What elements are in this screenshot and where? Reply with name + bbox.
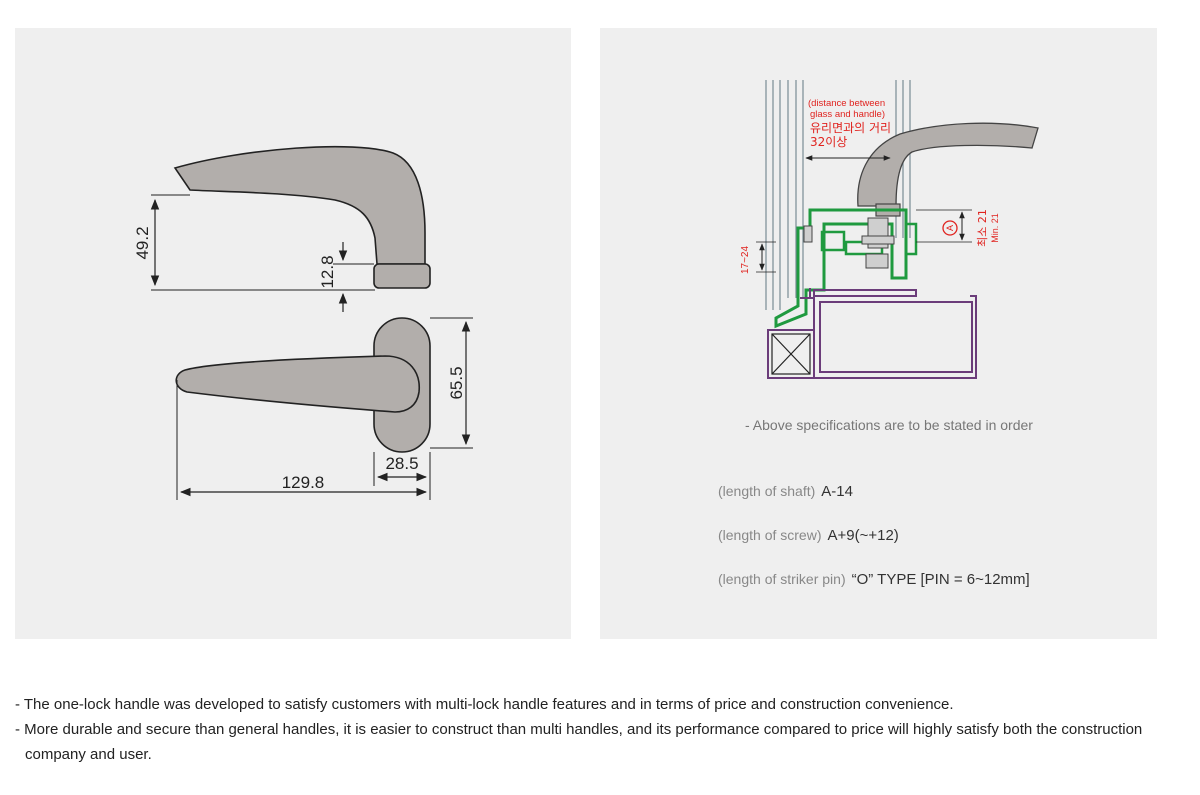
handle-front-lever: [175, 355, 420, 413]
dim-plate-height: 65.5: [447, 366, 466, 399]
lock-mechanism: [803, 217, 895, 269]
spec-row: (length of striker pin) “O” TYPE [PIN = 6…: [718, 571, 1030, 588]
spec-value: A-14: [821, 483, 853, 500]
handle-dimension-drawing: 49.2 12.8 65.5 28.5 129.8: [133, 145, 473, 500]
callout-en-line2: glass and handle): [810, 109, 885, 120]
callout-ko-line1: 유리면과의 거리: [810, 121, 891, 135]
spec-label: (length of screw): [718, 527, 822, 543]
order-note: - Above specifications are to be stated …: [745, 417, 1033, 433]
spec-row: (length of shaft) A-14: [718, 483, 853, 500]
range-label: 17~24: [740, 246, 751, 275]
sash-profile-green: [774, 208, 908, 329]
spec-label: (length of striker pin): [718, 571, 846, 587]
dim-total-length: 129.8: [282, 473, 325, 492]
dim-height-total: 49.2: [133, 226, 152, 259]
handle-side-lever: [173, 145, 426, 265]
description-line: - The one-lock handle was developed to s…: [15, 696, 954, 713]
min-label-en: Min. 21: [990, 213, 1000, 243]
marker-a-circle: [942, 220, 958, 236]
handle-side-base: [373, 263, 431, 289]
description-line: - More durable and secure than general h…: [15, 721, 1143, 763]
installation-section-panel: (distance between glass and handle) 유리면과…: [600, 28, 1157, 639]
product-description: - The one-lock handle was developed to s…: [15, 692, 1195, 767]
callout-ko-line2: 32이상: [810, 135, 847, 149]
handle-section: [857, 122, 1039, 207]
min-label-ko: 최소 21: [976, 209, 989, 247]
spec-label: (length of shaft): [718, 483, 816, 499]
callout-en-line1: (distance between: [808, 98, 885, 109]
spec-row: (length of screw) A+9(~+12): [718, 527, 899, 544]
dim-base-height: 12.8: [318, 255, 337, 288]
installation-section-drawing: (distance between glass and handle) 유리면과…: [740, 80, 1039, 379]
frame-profile-purple: [767, 288, 977, 379]
spec-value: A+9(~+12): [827, 527, 899, 544]
dim-plate-width: 28.5: [385, 454, 418, 473]
crossed-box: [771, 333, 811, 375]
spec-value: “O” TYPE [PIN = 6~12mm]: [851, 571, 1030, 588]
marker-a: A: [945, 225, 955, 231]
handle-dimension-panel: 49.2 12.8 65.5 28.5 129.8: [15, 28, 571, 639]
